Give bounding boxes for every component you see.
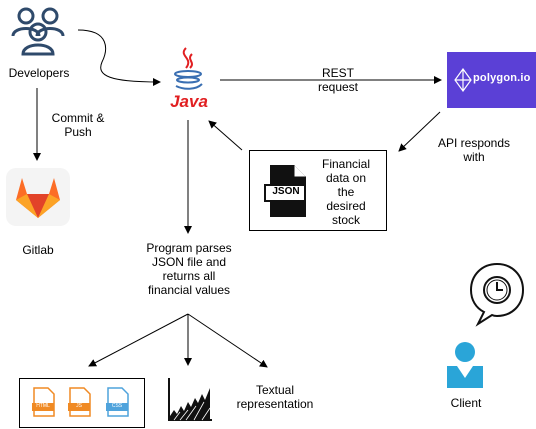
html-file-icon <box>32 387 55 417</box>
arrow-to-textual <box>187 313 268 368</box>
gitlab-logo-icon <box>6 168 70 226</box>
commit-push-label: Commit & Push <box>51 111 105 139</box>
developers-label: Developers <box>8 66 70 80</box>
program-parses-label: Program parses JSON file and returns all… <box>146 241 232 297</box>
java-label: Java <box>170 92 208 111</box>
java-logo-icon <box>174 47 203 90</box>
developers-node <box>10 4 66 56</box>
client-node <box>445 340 485 390</box>
rest-request-label: REST request <box>317 66 359 94</box>
api-responds-label: API responds with <box>437 136 511 164</box>
textual-representation-label: Textual representation <box>236 383 314 411</box>
js-file-text: JS <box>76 403 82 409</box>
output-files-box: HTML JS CSS <box>19 378 145 428</box>
arrow-developers-to-java <box>77 29 161 86</box>
json-icon-text: JSON <box>272 186 300 197</box>
polygon-label: polygon.io <box>473 72 531 84</box>
polygon-node: polygon.io <box>447 52 536 108</box>
financial-data-label: Financial data on the desired stock <box>321 157 371 227</box>
users-icon <box>11 7 65 56</box>
gitlab-node <box>4 166 72 228</box>
html-file-text: HTML <box>36 403 50 409</box>
java-logo: Java <box>164 44 214 116</box>
client-label: Client <box>450 396 482 410</box>
json-file-icon <box>264 165 306 217</box>
css-file-text: CSS <box>111 403 123 409</box>
js-file-icon <box>68 387 91 417</box>
user-icon <box>447 342 483 388</box>
arrow-json-to-java <box>208 120 243 151</box>
clock-bubble <box>466 260 528 328</box>
stock-chart-icon <box>168 378 212 421</box>
financial-data-box: JSON Financial data on the desired stock <box>249 150 387 231</box>
stock-chart <box>166 376 214 424</box>
css-file-icon <box>106 387 129 417</box>
arrow-to-files <box>88 313 189 367</box>
clock-speech-bubble-icon <box>469 262 525 327</box>
polygon-logo-icon <box>454 68 472 92</box>
arrow-polygon-to-json <box>398 111 441 152</box>
gitlab-label: Gitlab <box>22 243 54 257</box>
